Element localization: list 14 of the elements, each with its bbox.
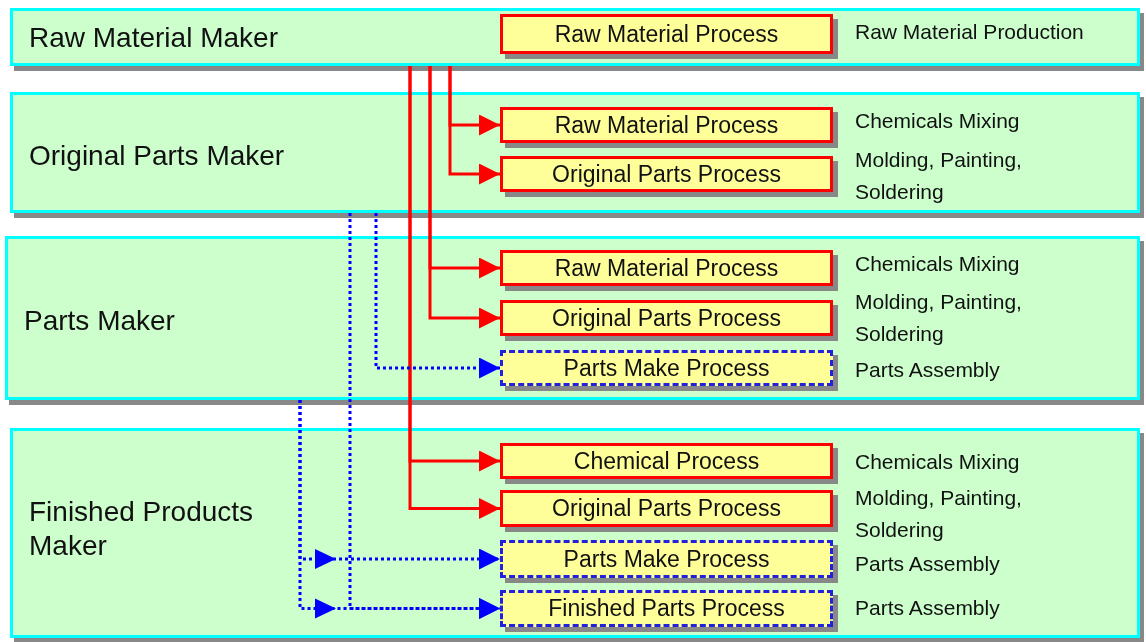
- process-note: Molding, Painting, Soldering: [855, 147, 1023, 205]
- process-note: Raw Material Production: [855, 19, 1085, 45]
- lane-title: Parts Maker: [24, 304, 176, 338]
- process-note: Molding, Painting, Soldering: [855, 289, 1023, 347]
- process-note: Parts Assembly: [855, 595, 1001, 621]
- process-note: Chemicals Mixing: [855, 251, 1021, 277]
- process-note: Parts Assembly: [855, 357, 1001, 383]
- lane-title: Original Parts Maker: [29, 139, 286, 173]
- lane-title: Raw Material Maker: [29, 21, 279, 55]
- process-note: Chemicals Mixing: [855, 449, 1021, 475]
- process-note: Parts Assembly: [855, 551, 1001, 577]
- process-note: Chemicals Mixing: [855, 108, 1021, 134]
- process-note: Molding, Painting, Soldering: [855, 485, 1023, 543]
- lane-title: Finished Products Maker: [29, 495, 254, 563]
